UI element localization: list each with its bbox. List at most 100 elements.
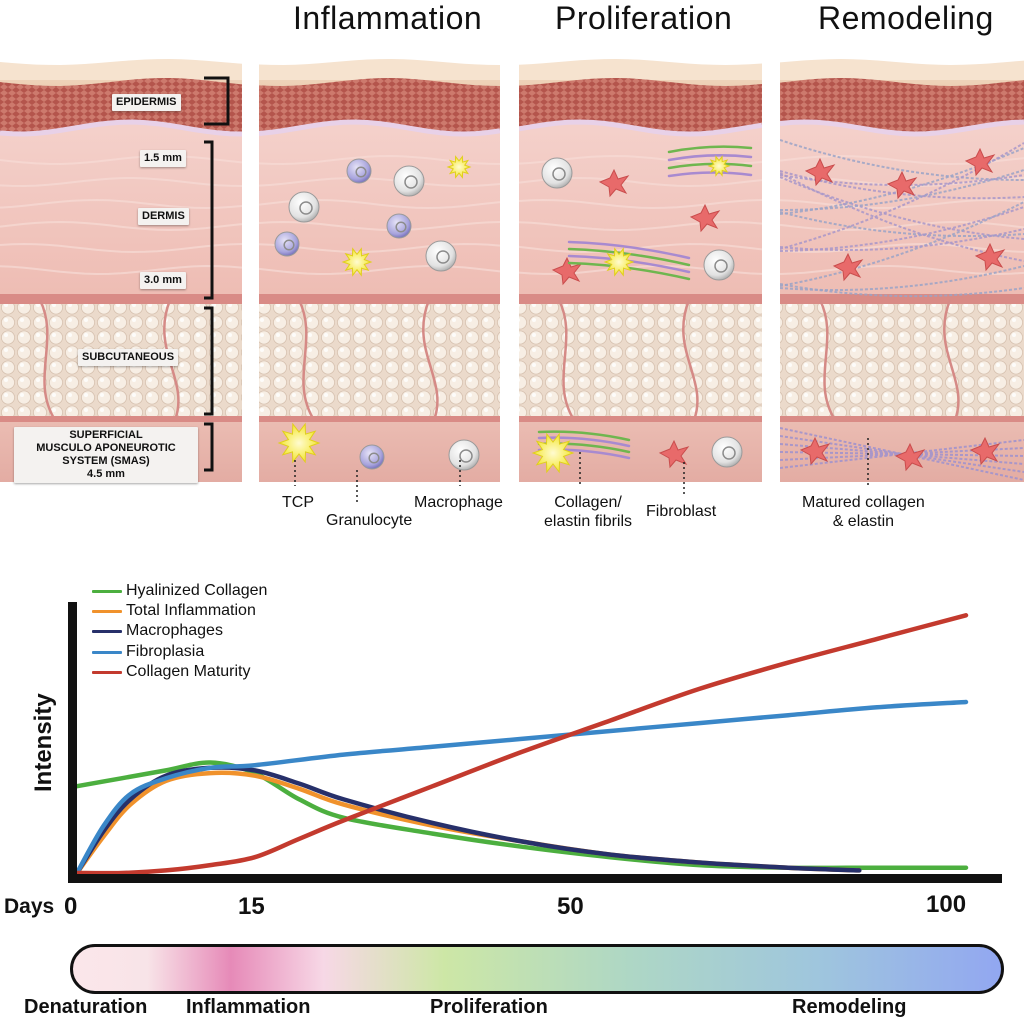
blood-vessel [557, 299, 576, 421]
blood-vessel [422, 299, 439, 421]
x-axis-label: Days [4, 895, 55, 918]
label-dermis: DERMIS [138, 208, 189, 225]
fibroblast-cell [886, 170, 918, 200]
granulocyte-cell-nucleus [355, 166, 367, 178]
macrophage-cell-nucleus [714, 259, 728, 273]
basement-membrane [259, 119, 500, 137]
series-line-macrophages [74, 765, 862, 876]
dermis-texture [259, 264, 500, 276]
skin-panel-layers [259, 40, 500, 482]
label-smas-line-4: 4.5 mm [87, 468, 125, 480]
granulocyte-cell-nucleus [395, 221, 407, 233]
dermis-texture [259, 242, 500, 254]
dermis-texture [0, 220, 242, 232]
tcp-particle [603, 247, 635, 277]
macrophage-cell-nucleus [459, 449, 473, 463]
dermis-texture [0, 198, 242, 210]
label-smas: SUPERFICIAL MUSCULO APONEUROTIC SYSTEM (… [14, 427, 198, 483]
dermis-border [780, 294, 1024, 304]
blood-vessel [682, 299, 699, 421]
skin-panel-remod [780, 40, 1024, 482]
macrophage-cell [541, 157, 573, 189]
fibroblast-cell [894, 442, 926, 472]
y-axis-label: Intensity [30, 693, 57, 792]
x-tick-0: 0 [64, 893, 78, 920]
skin-top [780, 59, 1024, 80]
macrophage-cell [393, 165, 425, 197]
legend-swatch [92, 670, 122, 674]
x-tick-15: 15 [238, 893, 265, 920]
skin-panel-layers [780, 40, 1024, 482]
dermis-texture [780, 198, 1024, 210]
matured-fibril [780, 283, 1024, 298]
dermis-texture [519, 198, 762, 210]
dermis-border [519, 294, 762, 304]
macrophage-cell [288, 191, 320, 223]
fibril [667, 154, 753, 162]
fibroblast-cell [969, 436, 1001, 466]
dermis-texture [0, 176, 242, 188]
fibroblast-cell [799, 436, 831, 466]
dermis-texture [780, 264, 1024, 276]
subcutaneous-layer [259, 304, 500, 420]
phase-label-denaturation: Denaturation [24, 996, 148, 1018]
dermis-layer [780, 122, 1024, 300]
matured-fibril [780, 435, 1024, 473]
smas-border [519, 416, 762, 422]
legend-label: Fibroplasia [126, 643, 205, 660]
dermis-texture [259, 176, 500, 188]
fibroblast-cell [689, 203, 721, 233]
legend-swatch [92, 609, 122, 613]
callout-collagen-elastin: Collagen/ elastin fibrils [544, 493, 632, 531]
phase-title-remodeling: Remodeling [818, 0, 994, 36]
label-epidermis: EPIDERMIS [112, 94, 181, 111]
granulocyte-cell [386, 213, 412, 239]
dermis-border [259, 294, 500, 304]
macrophage-cell-nucleus [722, 446, 736, 460]
matured-fibril [780, 169, 1024, 211]
granulocyte-cell-nucleus [368, 452, 380, 464]
subcutaneous-layer [780, 304, 1024, 420]
basement-membrane [0, 119, 242, 137]
epidermis-layer [519, 78, 762, 132]
fibroblast-cell [804, 157, 836, 187]
phase-label-remodeling: Remodeling [792, 996, 907, 1018]
series-line-total-inflammation [74, 770, 862, 876]
legend-label: Macrophages [126, 622, 223, 639]
label-smas-line-3: SYSTEM (SMAS) [62, 455, 150, 467]
callout-collagen-line-2: elastin fibrils [544, 513, 633, 530]
legend-swatch [92, 650, 122, 654]
skin-top [0, 59, 242, 80]
series-line-fibroplasia [74, 699, 969, 876]
blood-vessel [297, 299, 316, 421]
fibroblast-cell [974, 242, 1006, 272]
granulocyte-cell [359, 444, 385, 470]
series-line-hyalinized-collagen [74, 760, 969, 871]
tcp-particle [446, 155, 472, 179]
skin-top [519, 59, 762, 80]
fibril [667, 145, 753, 154]
legend-item-collagen-maturity: Collagen Maturity [92, 662, 251, 682]
epidermis-layer [259, 78, 500, 132]
macrophage-cell-nucleus [299, 201, 313, 215]
blood-vessel [818, 299, 837, 421]
smas-border [259, 416, 500, 422]
skin-top [259, 59, 500, 80]
blood-vessel [38, 299, 57, 421]
dermis-texture [780, 220, 1024, 232]
skin-panel-inflam [259, 40, 500, 482]
matured-fibril [780, 201, 1024, 287]
tcp-particle [277, 422, 321, 464]
granulocyte-cell [346, 158, 372, 184]
label-depth-1-5mm: 1.5 mm [140, 150, 186, 167]
callout-matured-line-1: Matured collagen [802, 494, 925, 511]
dermis-texture [519, 220, 762, 232]
x-axis [68, 874, 1002, 883]
label-smas-line-1: SUPERFICIAL [69, 429, 143, 441]
skin-panel-prolif [519, 40, 762, 482]
macrophage-cell [448, 439, 480, 471]
dermis-texture [259, 220, 500, 232]
macrophage-cell-nucleus [404, 175, 418, 189]
legend-swatch [92, 629, 122, 633]
